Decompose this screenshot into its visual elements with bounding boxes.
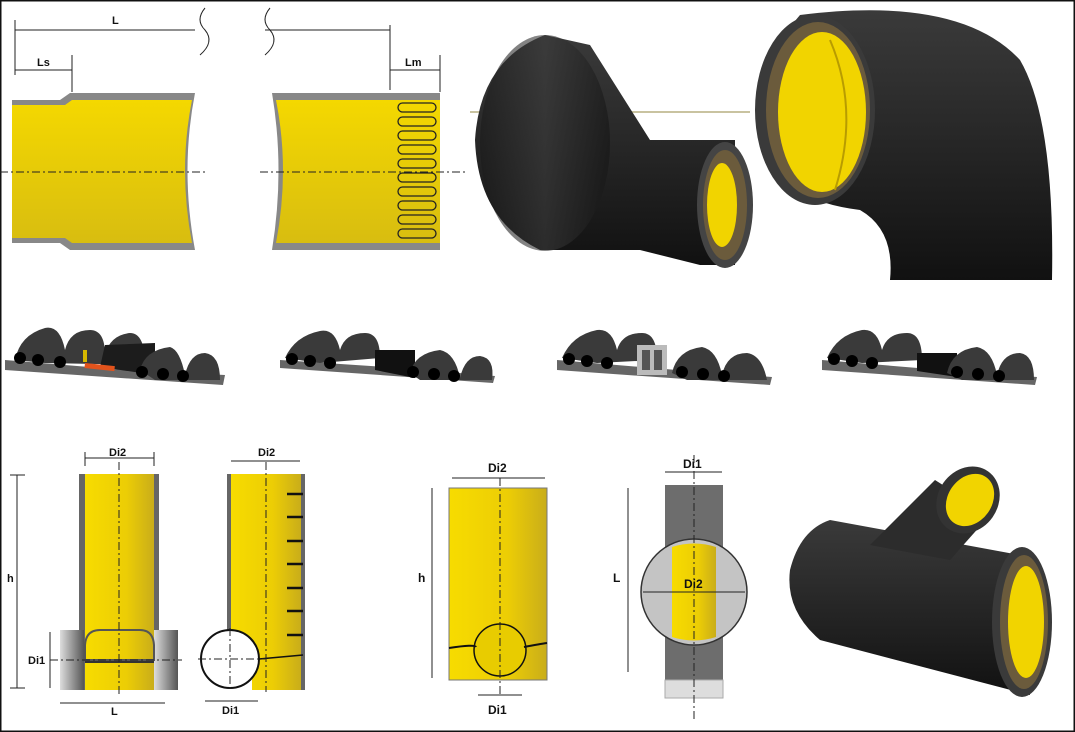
profile-strips	[5, 327, 1037, 385]
elbow-fitting-image	[755, 10, 1053, 280]
side-top-diameter-label: Di2	[258, 447, 275, 459]
spigot-length-label: Ls	[37, 57, 50, 69]
profile-strip-1	[5, 327, 225, 385]
tee-circle-diameter-label: Di2	[684, 577, 703, 591]
y-branch-fitting-image	[789, 466, 1052, 697]
simple-inlet-diameter-label: Di1	[488, 703, 507, 717]
length-label: L	[112, 15, 119, 27]
front-inlet-diameter-label: Di1	[28, 655, 45, 667]
reducer-fitting-image	[470, 35, 753, 268]
pipe-section-drawing: L Ls Lm	[0, 7, 465, 250]
manhole-simple-view: Di2 h Di1	[418, 461, 548, 717]
socket-length-label: Lm	[405, 57, 422, 69]
tee-length-label: L	[613, 571, 620, 585]
profile-strip-2	[280, 330, 495, 383]
manhole-side-view: Di2 Di1	[198, 447, 305, 717]
side-inlet-diameter-label: Di1	[222, 705, 239, 717]
profile-strip-3	[557, 329, 772, 385]
front-top-diameter-label: Di2	[109, 447, 126, 459]
simple-top-diameter-label: Di2	[488, 461, 507, 475]
simple-height-label: h	[418, 571, 425, 585]
manhole-front-view: Di2 h Di1 L	[7, 447, 182, 718]
front-length-label: L	[111, 706, 118, 718]
tee-top-diameter-label: Di1	[683, 457, 702, 471]
profile-strip-4	[822, 329, 1037, 385]
tee-section-view: Di1 Di2 L	[613, 455, 748, 720]
front-height-label: h	[7, 573, 14, 585]
